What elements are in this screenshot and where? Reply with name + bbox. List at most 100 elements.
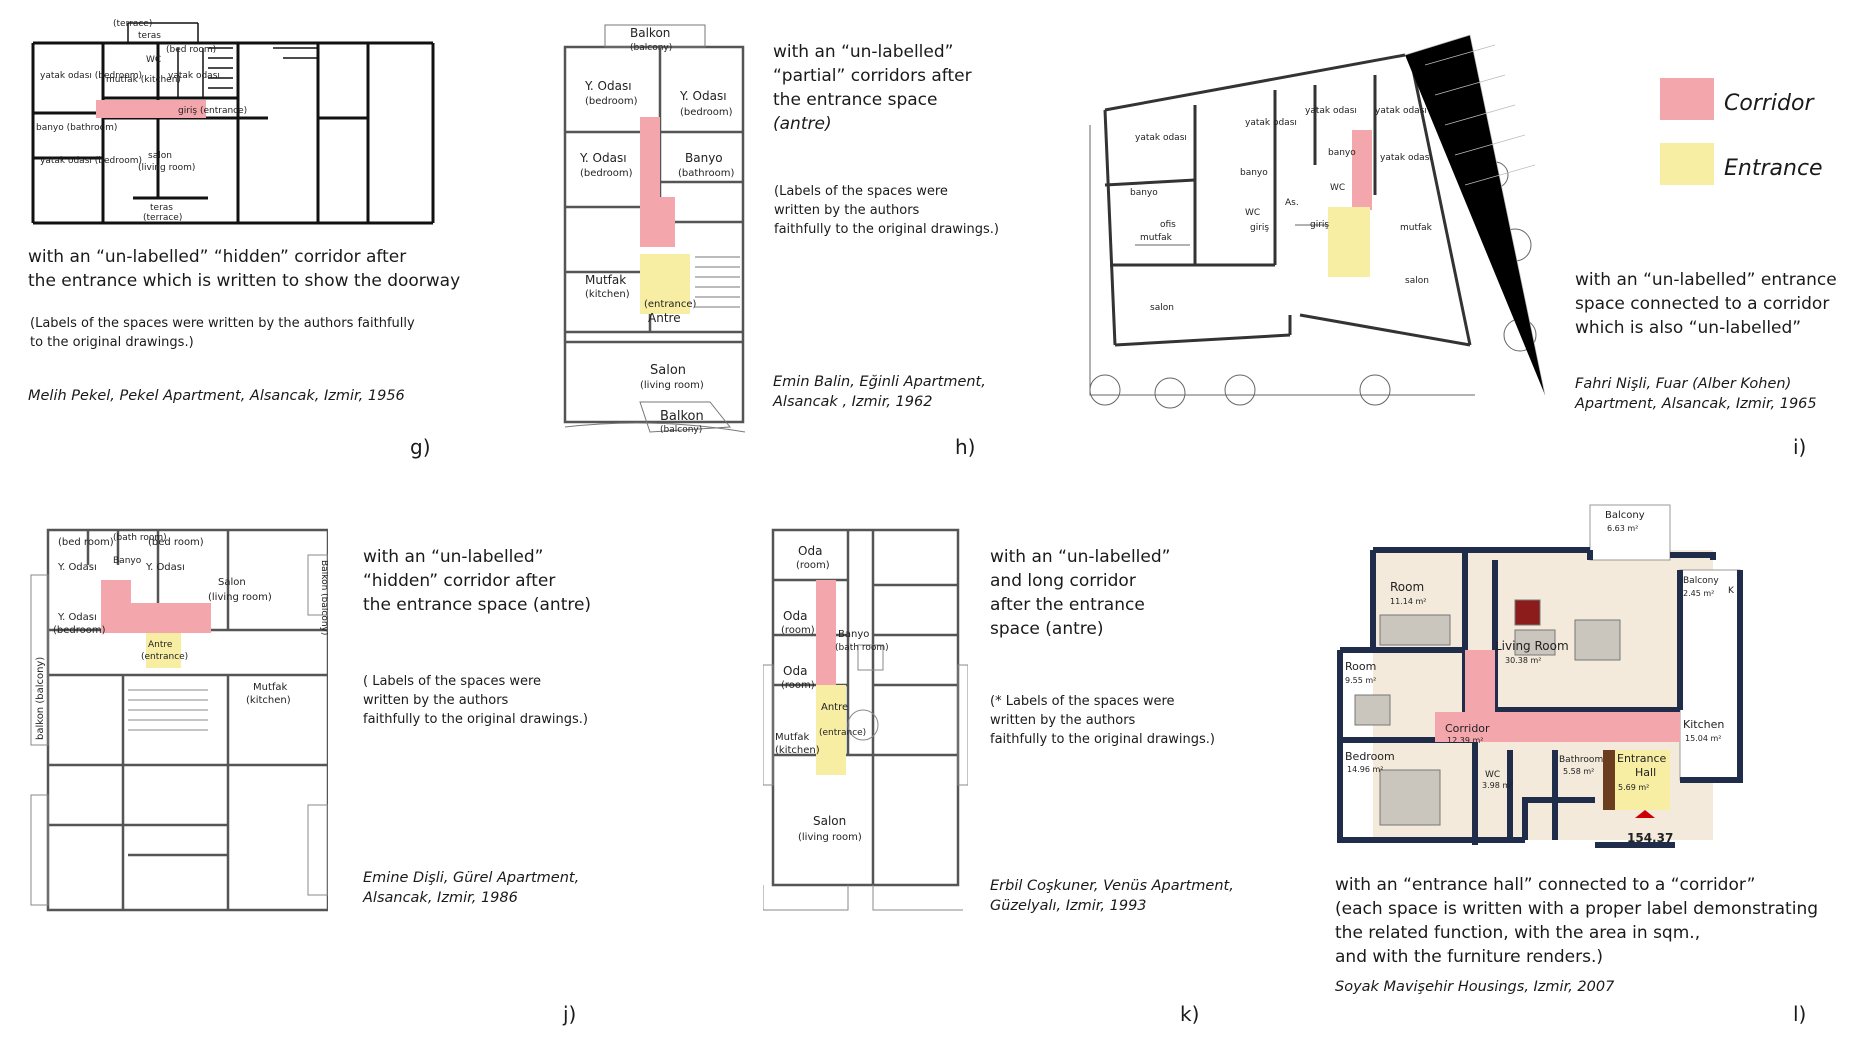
note-line: faithfully to the original drawings.) (363, 712, 589, 727)
plan-l-label: 5.69 m² (1618, 783, 1649, 792)
plan-g-label: yatak odası (168, 71, 220, 81)
plan-k-label: Salon (813, 814, 846, 828)
corridor-highlight-h (640, 117, 660, 197)
entrance-highlight-l (1615, 750, 1670, 810)
plan-j-label: Y. Odası (57, 562, 97, 573)
note-g: (Labels of the spaces were written by th… (30, 314, 415, 352)
plan-l-label: Balcony (1605, 510, 1645, 521)
panel-letter-h: h) (955, 435, 976, 459)
caption-line: the entrance space (antre) (363, 595, 592, 615)
caption-line: with an “un-labelled” (363, 547, 544, 567)
plan-k-label: Mutfak (775, 732, 810, 743)
plan-h-label: Y. Odası (584, 79, 632, 93)
plan-l-label: 30.38 m² (1505, 656, 1541, 665)
citation-line: Güzelyalı, Izmir, 1993 (990, 898, 1147, 914)
plan-l-label: 2.45 m² (1683, 589, 1714, 598)
citation-line: Fahri Nişli, Fuar (Alber Kohen) (1575, 376, 1792, 392)
plan-h-label: Balkon (630, 26, 670, 40)
plan-i-label: banyo (1130, 188, 1158, 198)
plan-l-label: Bathroom (1559, 755, 1603, 765)
citation-k: Erbil Coşkuner, Venüs Apartment, Güzelya… (990, 876, 1234, 916)
plan-k-label: (room) (796, 560, 830, 571)
caption-line: with an “un-labelled” (773, 42, 954, 62)
plan-i-label: giriş (1250, 223, 1269, 233)
plan-l-label: Entrance (1617, 752, 1667, 765)
plan-i-label: banyo (1240, 168, 1268, 178)
panel-letter-i: i) (1793, 435, 1807, 459)
note-line: (Labels of the spaces were written by th… (30, 316, 415, 331)
plan-l-label: Room (1390, 580, 1424, 594)
plan-k-label: Oda (783, 664, 807, 678)
caption-line: “hidden” corridor after (363, 571, 556, 591)
citation-h: Emin Balin, Eğinli Apartment, Alsancak ,… (773, 372, 986, 412)
plan-l-label: Balcony (1683, 576, 1719, 586)
plan-i-label: salon (1405, 276, 1429, 286)
panel-letter-l: l) (1793, 1002, 1807, 1026)
plan-h-label: (bedroom) (580, 168, 633, 179)
plan-k-label: Antre (821, 702, 848, 713)
plan-l-label: WC (1485, 770, 1500, 780)
plan-j-label: Salon (218, 577, 246, 588)
plan-l-label: Bedroom (1345, 750, 1395, 763)
corridor-highlight-l (1435, 712, 1680, 742)
note-h: (Labels of the spaces were written by th… (774, 182, 999, 239)
plan-j-label: (bedroom) (53, 625, 106, 636)
legend-entrance-swatch (1660, 143, 1714, 185)
plan-k-label: (bath room) (835, 643, 889, 653)
plan-h-label: Banyo (685, 151, 723, 165)
corridor-highlight-l (1465, 650, 1495, 720)
plan-h-label: (kitchen) (585, 289, 630, 300)
plan-i-label: mutfak (1140, 233, 1173, 243)
plan-h-label: (living room) (640, 380, 704, 391)
plan-j-label: (entrance) (141, 652, 188, 662)
corridor-highlight-g (96, 100, 206, 118)
panel-letter-k: k) (1180, 1002, 1200, 1026)
citation-line: Alsancak, Izmir, 1986 (363, 890, 518, 906)
caption-line: with an “un-labelled” entrance (1575, 270, 1837, 290)
note-line: faithfully to the original drawings.) (990, 732, 1216, 747)
plan-g-label: (bed room) (166, 45, 216, 55)
plan-g: (terrace) teras (bed room) WC yatak odas… (31, 19, 435, 225)
plan-h-label: (balcony) (660, 425, 702, 435)
plan-i-label: salon (1150, 303, 1174, 313)
plan-g-label: yatak odası (bedroom) (40, 156, 142, 166)
plan-g-label: WC (146, 55, 161, 65)
entrance-highlight-j (146, 633, 181, 668)
citation-i: Fahri Nişli, Fuar (Alber Kohen) Apartmen… (1575, 374, 1817, 414)
caption-line: space (antre) (990, 619, 1104, 639)
plan-h-label: (bathroom) (678, 168, 735, 179)
plan-h-label: (bedroom) (585, 96, 638, 107)
citation-line: Alsancak , Izmir, 1962 (773, 394, 933, 410)
plan-h-label: (entrance) (644, 299, 697, 310)
legend-entrance-label: Entrance (1724, 156, 1823, 181)
plan-l-label: K (1728, 586, 1735, 596)
caption-line: the entrance which is written to show th… (28, 271, 461, 291)
citation-l: Soyak Mavişehir Housings, Izmir, 2007 (1335, 979, 1615, 995)
caption-k: with an “un-labelled” and long corridor … (990, 545, 1170, 641)
caption-line: with an “entrance hall” connected to a “… (1335, 875, 1756, 895)
plan-i-label: yatak odası (1305, 106, 1357, 116)
plan-h-label: Y. Odası (679, 89, 727, 103)
note-j: ( Labels of the spaces were written by t… (363, 672, 588, 729)
plan-i-label: banyo (1328, 148, 1356, 158)
plan-j-label: Mutfak (253, 682, 288, 693)
plan-l-label: Living Room (1495, 639, 1569, 653)
legend-corridor-swatch (1660, 78, 1714, 120)
citation-line: Emin Balin, Eğinli Apartment, (773, 374, 986, 390)
plan-g-label: teras (150, 203, 173, 213)
plan-l-label: 154.37 (1627, 831, 1673, 845)
note-line: to the original drawings.) (30, 335, 194, 350)
plan-j-label: Balkon (balcony) (319, 560, 328, 635)
note-line: (Labels of the spaces were (774, 184, 948, 199)
entrance-highlight-k (816, 685, 846, 775)
caption-j: with an “un-labelled” “hidden” corridor … (363, 545, 591, 617)
plan-j-label: (bed room) (148, 537, 204, 548)
plan-j-label: (bath room) (113, 533, 167, 543)
note-line: written by the authors (774, 203, 920, 218)
panel-letter-g: g) (410, 435, 431, 459)
plan-j-label: (bed room) (58, 537, 114, 548)
plan-i-label: yatak odası (1380, 153, 1432, 163)
caption-line: with an “un-labelled” (990, 547, 1171, 567)
caption-line: the entrance space (773, 90, 938, 110)
citation-line: Apartment, Alsancak, Izmir, 1965 (1575, 396, 1817, 412)
